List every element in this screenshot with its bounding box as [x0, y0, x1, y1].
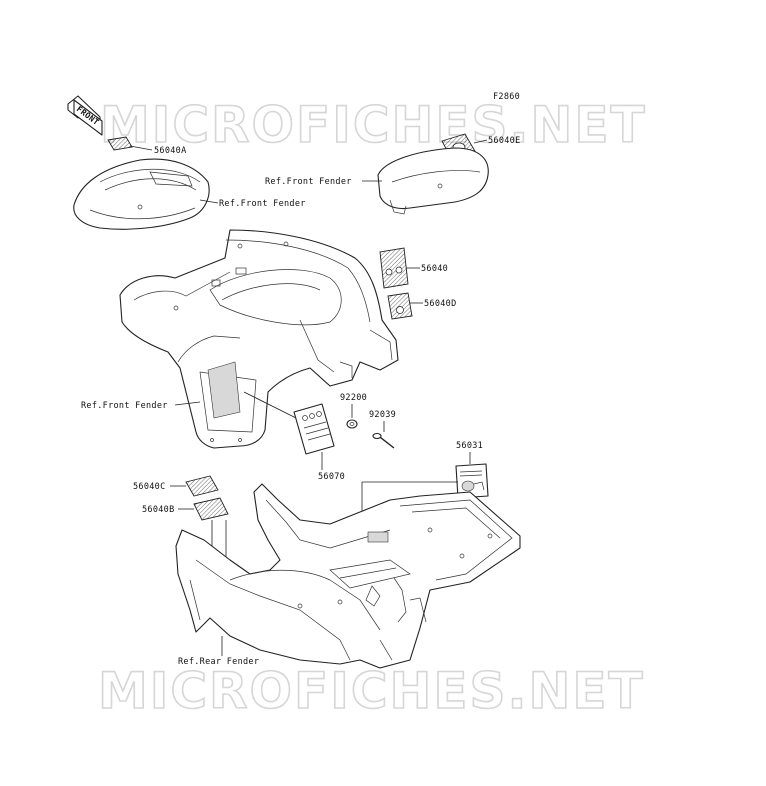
front-fender-body: [119, 229, 399, 449]
callout-92200: 92200: [340, 393, 367, 403]
front-fender-cover: [73, 158, 210, 230]
callout-56040A: 56040A: [154, 146, 187, 156]
callout-ref-rear-fender: Ref.Rear Fender: [178, 657, 259, 667]
callout-56040D: 56040D: [424, 299, 457, 309]
label-56040A-part: [107, 136, 133, 151]
label-56040-part: [379, 247, 409, 289]
leader-56040A: [129, 145, 153, 151]
label-56040C-part: [185, 475, 219, 497]
callout-56040E: 56040E: [488, 136, 521, 146]
callout-ref-front-fender-1: Ref.Front Fender: [265, 177, 352, 187]
fender-label-window: [207, 361, 241, 419]
callout-92039: 92039: [369, 410, 396, 420]
rear-fender-body: [175, 483, 521, 669]
callout-56040B: 56040B: [142, 505, 175, 515]
label-56031-part: [455, 463, 489, 499]
bolt-92039-part: [372, 432, 395, 449]
leader-ref-front-fender-3: [174, 401, 201, 406]
watermark-top: MICROFICHES.NET: [100, 96, 647, 154]
front-arrow-icon: FRONT: [67, 95, 103, 136]
label-56040D-part: [387, 292, 413, 320]
callout-56040: 56040: [421, 264, 448, 274]
callout-ref-front-fender-2: Ref.Front Fender: [219, 199, 306, 209]
callout-56031: 56031: [456, 441, 483, 451]
washer-92200-part: [346, 419, 358, 429]
callout-56070: 56070: [318, 472, 345, 482]
label-56070-part: [293, 403, 335, 455]
callout-56040C: 56040C: [133, 482, 166, 492]
rear-fender-cover: [377, 147, 489, 215]
label-56040B-part: [193, 497, 229, 521]
leader-ref-front-fender-2: [199, 199, 219, 204]
callout-ref-front-fender-3: Ref.Front Fender: [81, 401, 168, 411]
figure-code: F2860: [493, 92, 520, 102]
leader-56070-window: [243, 391, 297, 419]
leader-56040E: [473, 139, 488, 144]
watermark-bottom: MICROFICHES.NET: [98, 662, 645, 720]
